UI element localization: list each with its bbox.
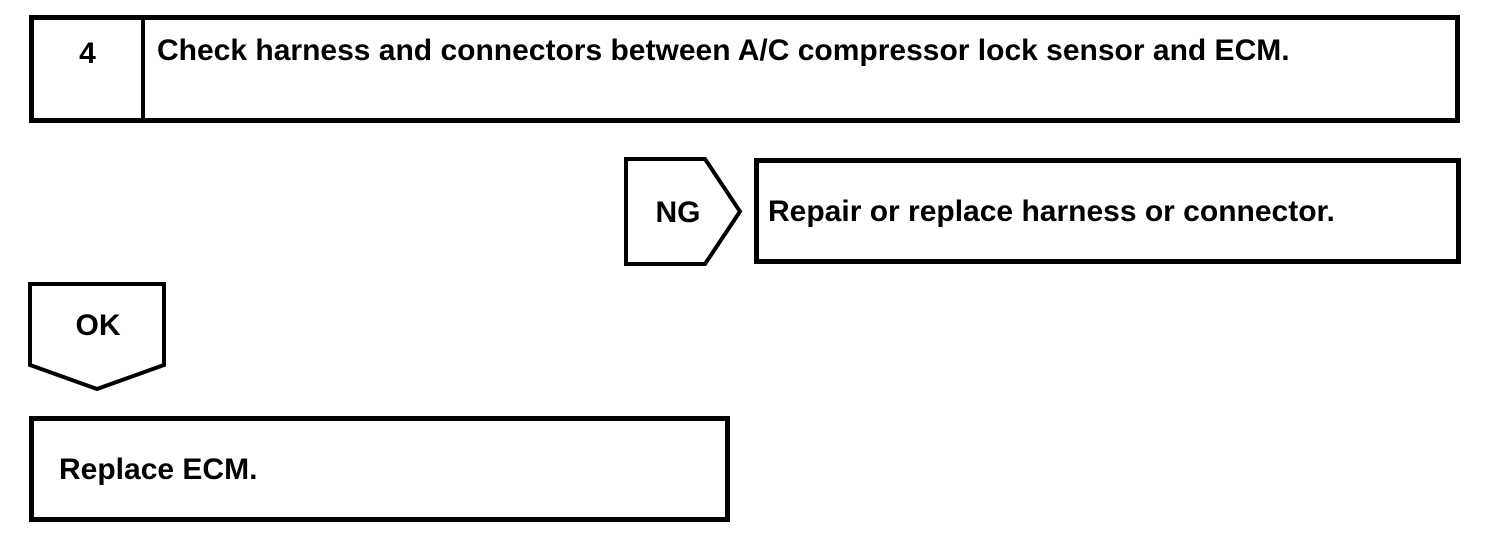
step-instruction: Check harness and connectors between A/C…	[157, 34, 1290, 67]
ok-connector: OK	[28, 282, 168, 393]
ok-action-box: Replace ECM.	[29, 416, 730, 522]
step-number: 4	[34, 20, 145, 118]
ok-label: OK	[75, 308, 121, 342]
right-arrow-pentagon-icon	[624, 157, 743, 266]
step-box: 4 Check harness and connectors between A…	[29, 15, 1460, 123]
ng-connector: NG	[624, 157, 744, 268]
ng-label: NG	[655, 195, 701, 229]
ng-action-text: Repair or replace harness or connector.	[768, 194, 1335, 228]
ng-action-box: Repair or replace harness or connector.	[754, 158, 1461, 264]
down-arrow-pentagon-icon	[28, 282, 166, 392]
ok-action-text: Replace ECM.	[59, 452, 258, 486]
